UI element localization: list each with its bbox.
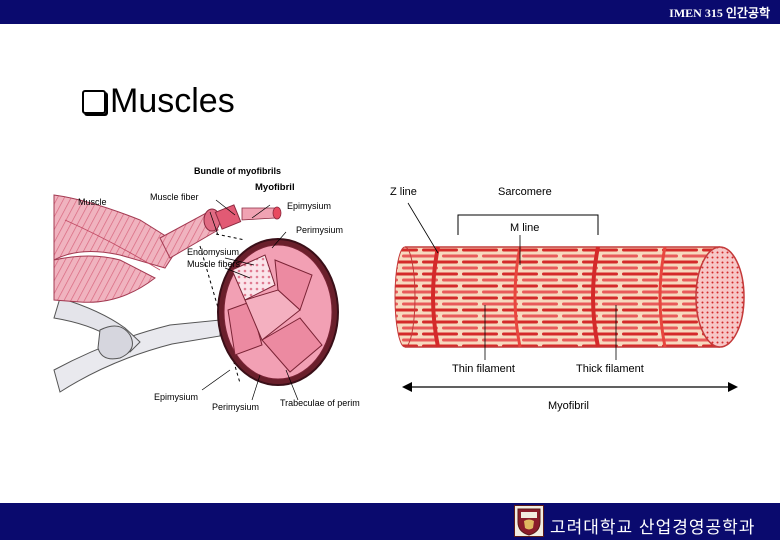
footer-university-name: 고려대학교 산업경영공학과 [550, 518, 756, 537]
header-bar [0, 0, 780, 24]
course-title: IMEN 315 인간공학 [669, 6, 770, 20]
checkbox-bullet-icon [82, 90, 106, 114]
label-myofibril-right: Myofibril [548, 400, 589, 412]
label-epimysium-bottom: Epimysium [154, 392, 198, 402]
label-m-line: M line [510, 222, 539, 234]
label-perimysium-top: Perimysium [296, 225, 343, 235]
university-crest-icon [514, 505, 544, 537]
label-muscle: Muscle [78, 197, 107, 207]
label-endomysium: Endomysium [187, 247, 239, 257]
myofibril-figure: Z line Sarcomere M line Thin filament Th… [390, 186, 745, 412]
slide-title: Muscles [82, 82, 235, 121]
label-thin-filament: Thin filament [452, 363, 515, 375]
label-epimysium-top: Epimysium [287, 201, 331, 211]
label-muscle-fibers: Muscle fibers [187, 259, 241, 269]
label-sarcomere: Sarcomere [498, 186, 552, 198]
muscle-anatomy-figure: Bundle of myofibrils Myofibril Muscle Mu… [53, 166, 360, 412]
label-myofibril-left: Myofibril [255, 182, 295, 193]
label-z-line: Z line [390, 186, 417, 198]
slide-title-text: Muscles [110, 82, 235, 120]
label-thick-filament: Thick filament [576, 363, 644, 375]
label-bundle-of-myofibrils: Bundle of myofibrils [194, 166, 281, 176]
label-perimysium-bottom: Perimysium [212, 402, 259, 412]
footer-bar [0, 503, 780, 540]
label-muscle-fiber: Muscle fiber [150, 192, 199, 202]
label-trabeculae: Trabeculae of perimysium [280, 398, 360, 408]
